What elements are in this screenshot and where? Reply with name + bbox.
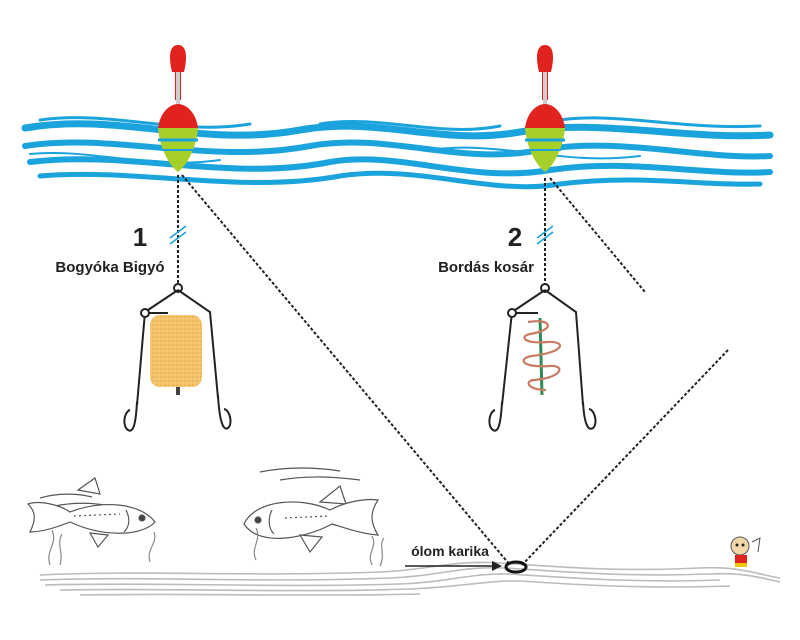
- rig-label: Bordás kosár: [438, 259, 534, 276]
- hook-icon: [217, 394, 232, 430]
- mascot-icon: [730, 536, 761, 567]
- weed: [48, 527, 385, 567]
- float-icon: [525, 45, 565, 172]
- rig-frame: [501, 283, 584, 406]
- rig-label: Bogyóka Bigyó: [55, 259, 164, 276]
- rig-frame: [136, 283, 219, 406]
- ring-pointer-arrow: [405, 561, 502, 571]
- fish-icon: [26, 477, 156, 549]
- hook-icon: [123, 401, 138, 432]
- line-break-mark: [169, 225, 187, 245]
- rig-number: 1: [133, 222, 147, 252]
- water-surface: [21, 116, 774, 190]
- float-icon: [158, 45, 198, 172]
- hook-icon: [488, 401, 503, 432]
- fish-icon: [243, 467, 380, 554]
- lake-bottom: [39, 561, 781, 596]
- rig-number: 2: [508, 222, 522, 252]
- rig-2: 2 Bordás kosár: [438, 45, 597, 432]
- rig-1: 1 Bogyóka Bigyó: [55, 45, 232, 432]
- line-break-mark: [536, 225, 554, 245]
- hook-icon: [582, 401, 597, 430]
- feeder-spring-icon: [522, 317, 561, 396]
- ring-label: ólom karika: [411, 543, 489, 559]
- bait-ball-icon: [150, 315, 202, 395]
- lead-ring-icon: [504, 560, 528, 574]
